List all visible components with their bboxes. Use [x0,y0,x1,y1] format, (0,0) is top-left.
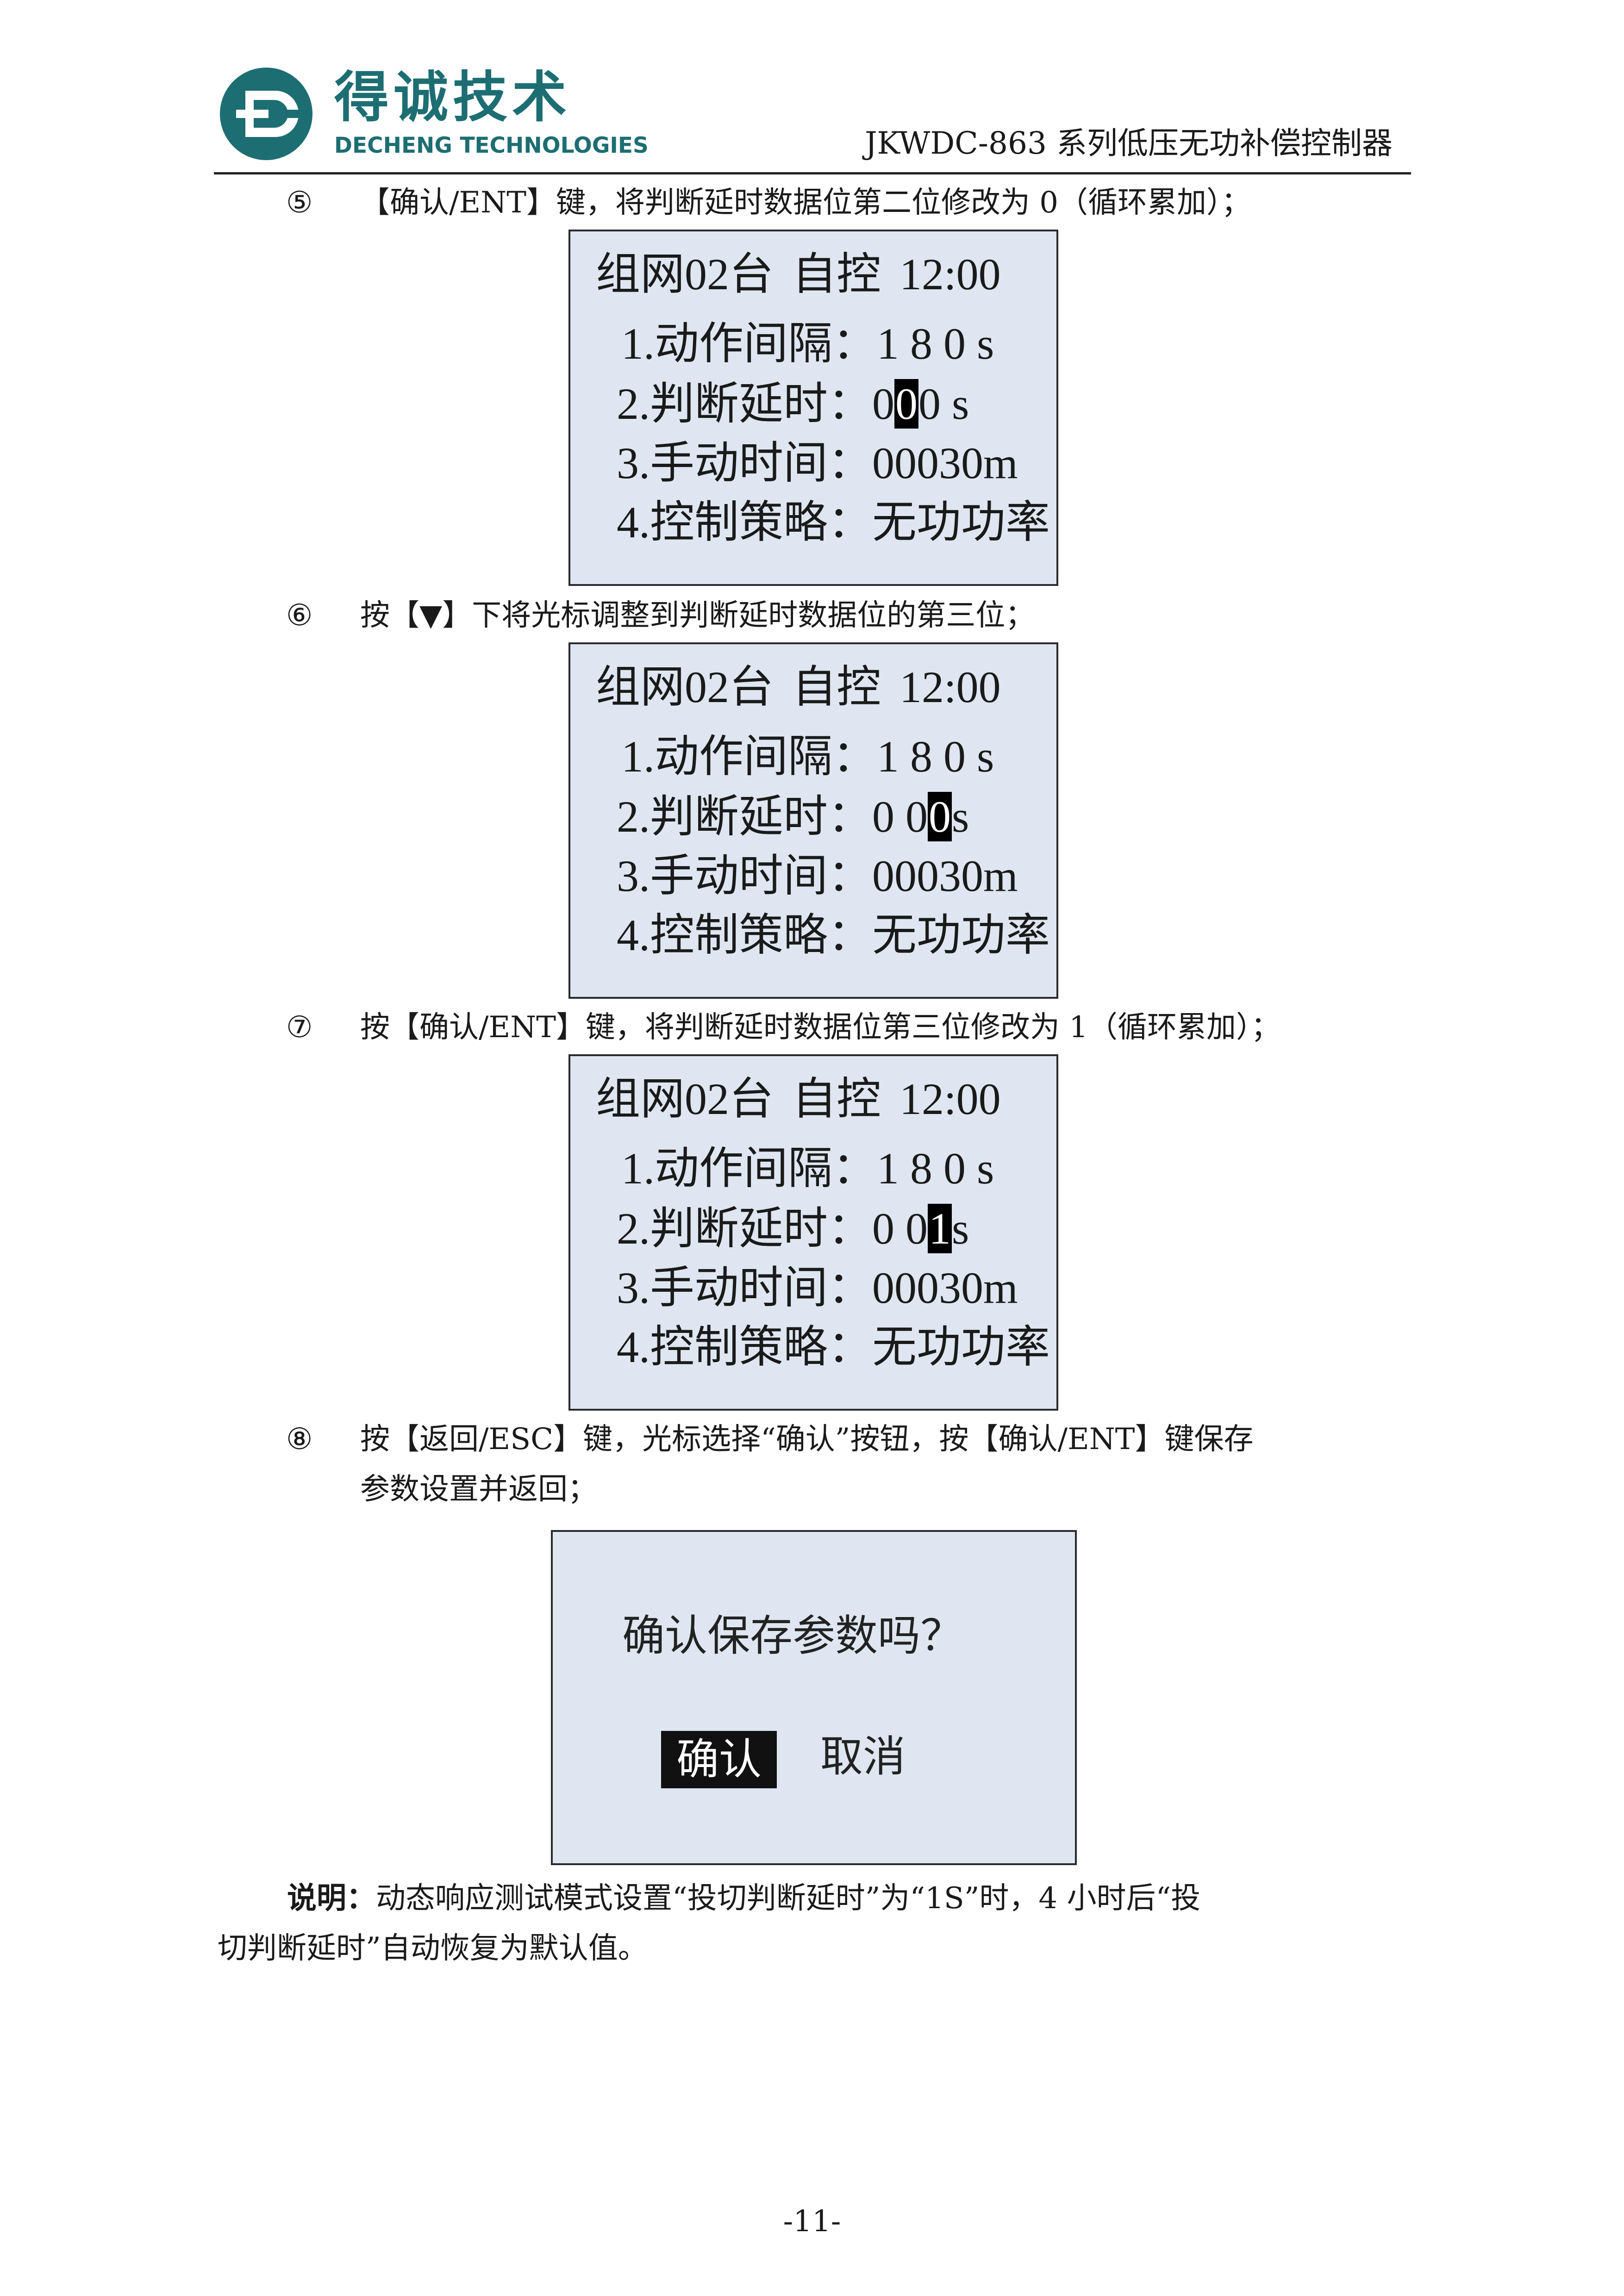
lcd-screen-1: 组网02台自控 12:00 1.动作间隔：1 8 0 s 2.判断延时：000 s… [568,230,1058,586]
header-divider [214,172,1411,174]
lcd-screen-3: 组网02台自控 12:00 1.动作间隔：1 8 0 s 2.判断延时：0 01s… [568,1054,1058,1411]
lcd-status-line: 组网02台自控 12:00 [596,249,1001,300]
step-text: 按【▼】下将光标调整到判断延时数据位的第三位； [360,598,1035,633]
lcd-network-title: 组网02台 [596,249,774,299]
lcd-line-action-interval: 1.动作间隔：1 8 0 s [621,1144,994,1193]
step-number: ⑥ [286,598,313,633]
step-text-continued: 参数设置并返回； [360,1472,597,1506]
lcd-clock: 12:00 [899,1074,1001,1124]
decheng-logo-icon [220,68,312,160]
cancel-button[interactable]: 取消 [820,1732,906,1781]
lcd-line-manual-time: 3.手动时间：00030m [617,1263,1018,1313]
step-number: ⑤ [286,186,313,220]
lcd-clock: 12:00 [899,249,1001,299]
page-number: -11- [783,2204,841,2239]
lcd-line-action-interval: 1.动作间隔：1 8 0 s [621,319,994,368]
lcd-line-control-strategy: 4.控制策略：无功功率 [617,1322,1050,1372]
lcd-mode: 自控 [792,662,881,712]
document-title: JKWDC-863 系列低压无功补偿控制器 [865,125,1393,161]
note-label: 说明： [287,1881,376,1916]
note-text: 动态响应测试模式设置“投切判断延时”为“1S”时，4 小时后“投 [376,1881,1201,1916]
step-number: ⑦ [286,1010,313,1045]
lcd-line-control-strategy: 4.控制策略：无功功率 [617,910,1050,960]
lcd-mode: 自控 [792,1074,881,1124]
lcd-line-manual-time: 3.手动时间：00030m [617,438,1018,488]
lcd-status-line: 组网02台自控 12:00 [596,662,1001,713]
note-line-1: 说明：动态响应测试模式设置“投切判断延时”为“1S”时，4 小时后“投 [218,1880,1200,1917]
lcd-cursor-digit[interactable]: 0 [928,792,952,841]
logo-english-name: DECHENG TECHNOLOGIES [334,133,649,158]
step-text: 【确认/ENT】键，将判断延时数据位第二位修改为 0（循环累加）； [360,186,1251,220]
step-text: 按【返回/ESC】键，光标选择“确认”按钮，按【确认/ENT】键保存 [360,1422,1254,1456]
step-number: ⑧ [286,1422,313,1456]
lcd-cursor-digit[interactable]: 1 [928,1204,952,1253]
lcd-line-judge-delay: 2.判断延时：0 00s [617,792,969,841]
lcd-network-title: 组网02台 [596,662,774,712]
step-text: 按【确认/ENT】键，将判断延时数据位第三位修改为 1（循环累加）； [360,1010,1281,1045]
lcd-mode: 自控 [792,249,881,299]
action-interval-value: 1 8 0 s [877,732,994,781]
lcd-screen-2: 组网02台自控 12:00 1.动作间隔：1 8 0 s 2.判断延时：0 00s… [568,642,1058,999]
lcd-line-manual-time: 3.手动时间：00030m [617,851,1018,901]
dialog-question: 确认保存参数吗？ [622,1611,963,1661]
logo-chinese-name: 得诚技术 [334,65,572,129]
save-confirm-dialog: 确认保存参数吗？ 确认 取消 [551,1530,1077,1865]
lcd-cursor-digit[interactable]: 0 [894,379,918,429]
lcd-line-judge-delay: 2.判断延时：0 01s [617,1204,969,1253]
action-interval-value: 1 8 0 s [877,1144,994,1193]
lcd-status-line: 组网02台自控 12:00 [596,1074,1001,1125]
lcd-line-judge-delay: 2.判断延时：000 s [617,379,969,429]
lcd-clock: 12:00 [899,662,1001,712]
lcd-line-control-strategy: 4.控制策略：无功功率 [617,498,1050,547]
lcd-network-title: 组网02台 [596,1074,774,1124]
action-interval-value: 1 8 0 s [877,319,994,368]
confirm-button[interactable]: 确认 [661,1731,777,1788]
company-logo: 得诚技术 DECHENG TECHNOLOGIES [218,62,681,169]
note-line-2: 切判断延时”自动恢复为默认值。 [218,1931,648,1966]
lcd-line-action-interval: 1.动作间隔：1 8 0 s [621,732,994,781]
